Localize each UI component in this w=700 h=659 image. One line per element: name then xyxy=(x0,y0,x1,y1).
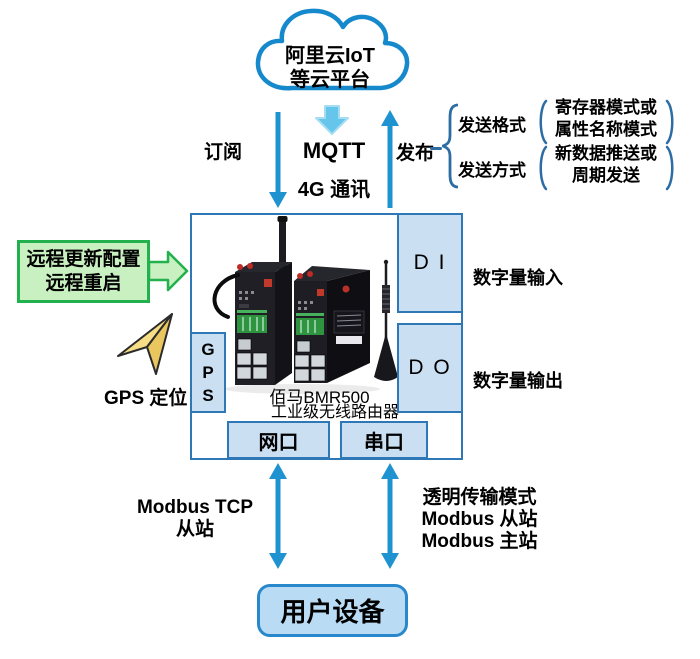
lan-double-arrow-icon xyxy=(269,463,287,569)
serial-port-label: 串口 xyxy=(364,431,404,454)
digital-output-label: 数字量输出 xyxy=(473,371,563,391)
serial-port-box: 串口 xyxy=(340,421,428,459)
remote-config-line1: 远程更新配置 xyxy=(26,248,141,270)
send-format-bracket-close-icon xyxy=(665,99,674,145)
do-text: D O xyxy=(408,356,452,379)
modbus-tcp-label: Modbus TCP 从站 xyxy=(135,497,255,541)
send-method-bracket-close-icon xyxy=(665,145,674,191)
gps-location-label: GPS 定位 xyxy=(104,388,188,409)
send-method-desc-line1: 新数据推送或 xyxy=(555,144,657,163)
send-format-bracket-open-icon xyxy=(539,99,548,145)
router-photo xyxy=(212,216,398,394)
router-name-line1: 佰马BMR500 xyxy=(269,388,370,407)
subscribe-down-arrow-icon xyxy=(269,112,287,208)
send-method-bracket-open-icon xyxy=(539,145,548,191)
gps-box: G P S xyxy=(190,332,226,413)
user-device-box: 用户设备 xyxy=(257,584,408,637)
lan-port-box: 网口 xyxy=(227,421,330,459)
remote-config-line2: 远程重启 xyxy=(45,272,122,294)
gps-letter-g: G xyxy=(201,340,215,359)
gps-letter-p: P xyxy=(202,363,214,382)
serial-protocol-line1: 透明传输模式 xyxy=(422,487,537,508)
mqtt-block-arrow-icon xyxy=(315,105,349,135)
send-method-desc-line2: 周期发送 xyxy=(572,166,640,185)
publish-brace-icon xyxy=(442,103,458,189)
remote-config-arrow-icon xyxy=(149,250,189,292)
mqtt-label: MQTT xyxy=(302,138,366,163)
send-method-label: 发送方式 xyxy=(458,161,526,180)
user-device-label: 用户设备 xyxy=(280,597,385,627)
digital-input-label: 数字量输入 xyxy=(473,268,563,288)
di-box: D I xyxy=(397,213,463,313)
lan-port-label: 网口 xyxy=(258,431,299,454)
publish-connector-line xyxy=(430,147,442,150)
4g-comm-label: 4G 通讯 xyxy=(297,179,371,201)
cloud-platform-line2: 等云平台 xyxy=(290,69,370,91)
router-name-line2: 工业级无线路由器 xyxy=(270,404,399,421)
di-text: D I xyxy=(413,251,447,274)
gps-plane-icon xyxy=(117,313,173,375)
serial-double-arrow-icon xyxy=(381,463,399,569)
send-format-desc-line2: 属性名称模式 xyxy=(555,120,657,139)
modbus-tcp-line2: 从站 xyxy=(175,519,214,540)
serial-protocol-line3: Modbus 主站 xyxy=(421,531,538,552)
serial-protocol-label: 透明传输模式 Modbus 从站 Modbus 主站 xyxy=(417,487,542,553)
send-format-label: 发送格式 xyxy=(458,116,526,135)
send-format-desc: 寄存器模式或 属性名称模式 xyxy=(548,97,664,141)
cloud-platform-label: 阿里云IoT 等云平台 xyxy=(250,44,410,92)
modbus-tcp-line1: Modbus TCP xyxy=(136,497,254,518)
serial-protocol-line2: Modbus 从站 xyxy=(421,509,538,530)
publish-up-arrow-icon xyxy=(381,110,399,208)
remote-config-box: 远程更新配置 远程重启 xyxy=(17,240,150,303)
send-method-desc: 新数据推送或 周期发送 xyxy=(548,143,664,187)
do-box: D O xyxy=(397,323,463,413)
publish-label: 发布 xyxy=(396,143,435,164)
cloud-icon xyxy=(255,8,410,91)
subscribe-label: 订阅 xyxy=(204,142,243,163)
gps-letter-s: S xyxy=(202,386,214,405)
cloud-platform-line1: 阿里云IoT xyxy=(285,45,375,67)
send-format-desc-line1: 寄存器模式或 xyxy=(555,98,657,117)
